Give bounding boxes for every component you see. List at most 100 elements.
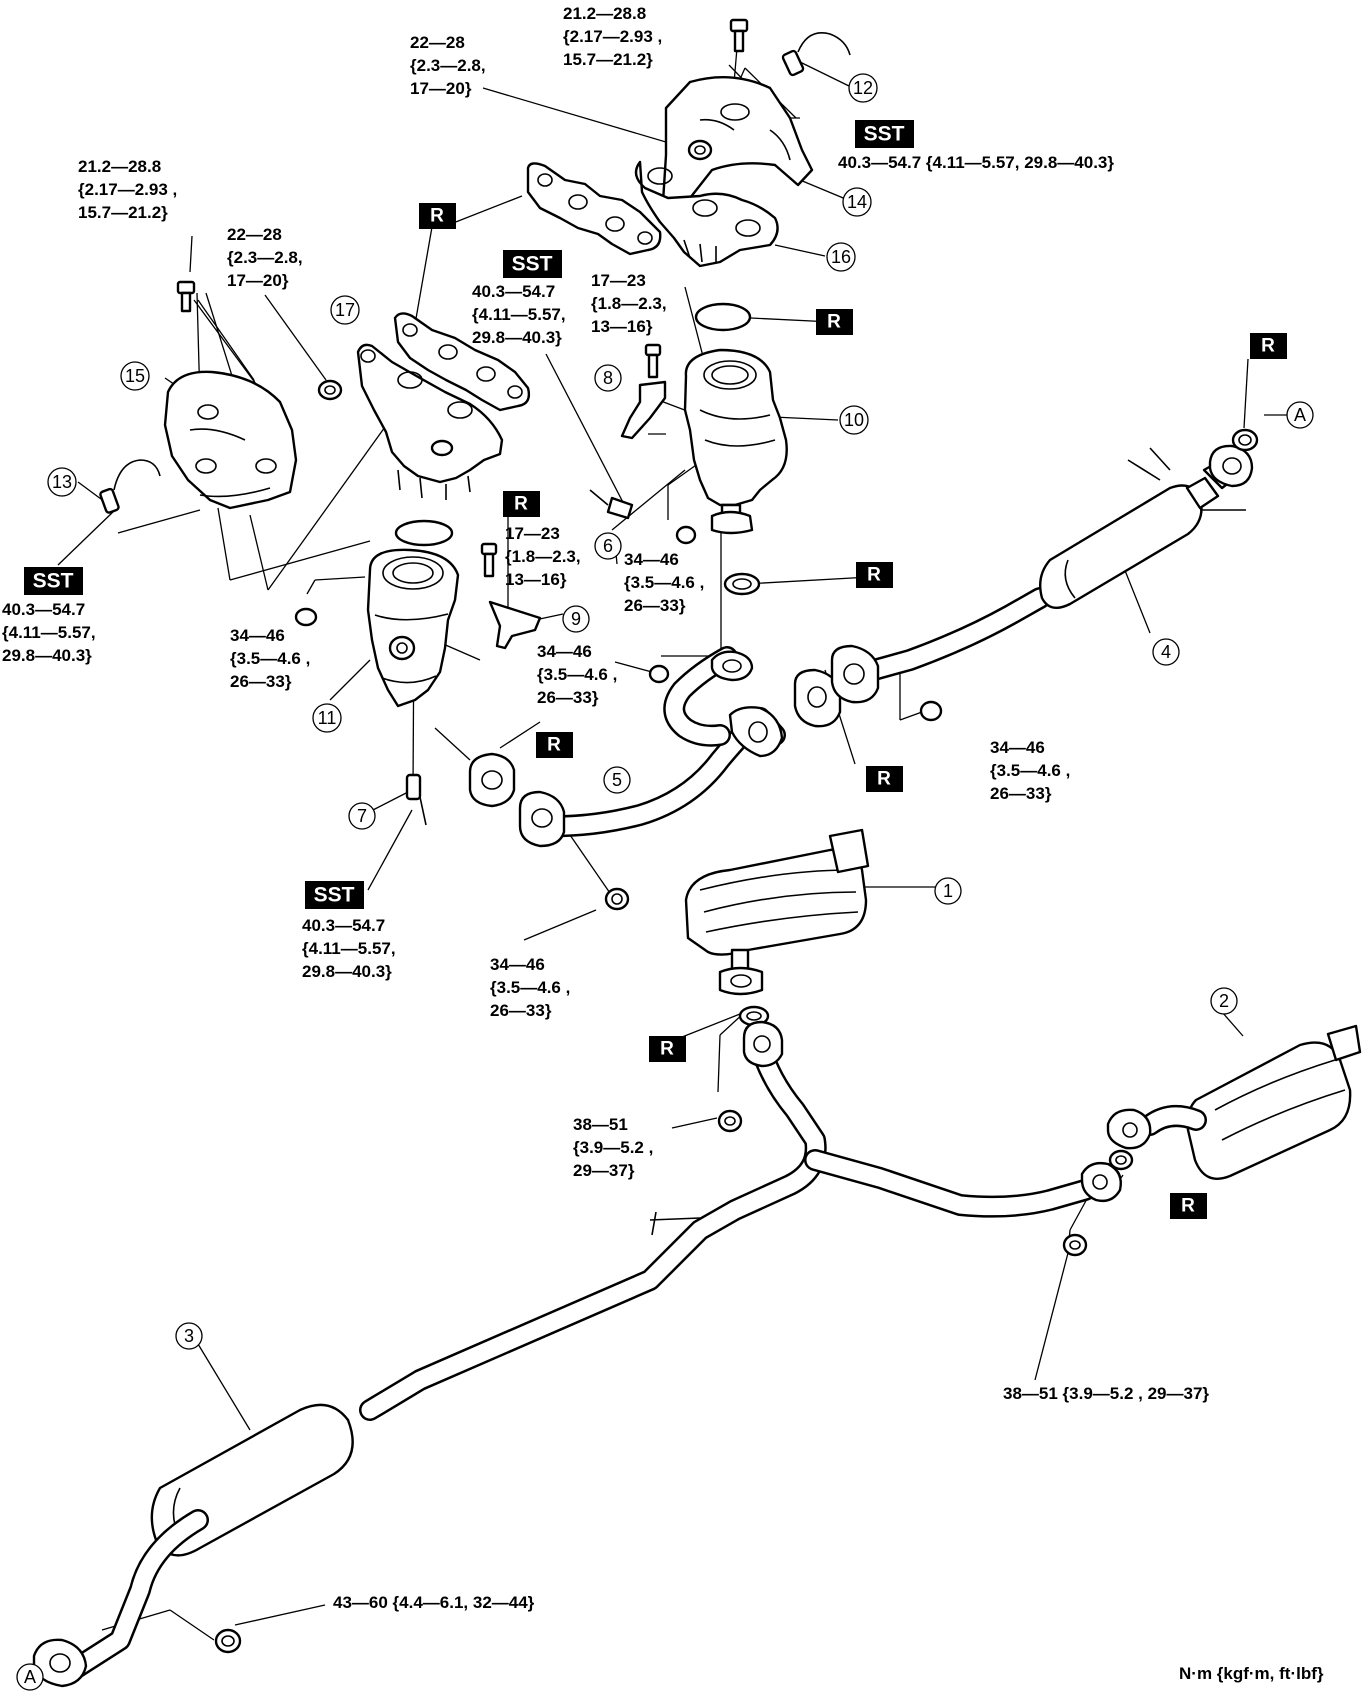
bolt-lower-insulator <box>176 280 196 313</box>
nut-lower-manifold <box>317 379 343 401</box>
torque-nut-mid: 34—46 {3.5—4.6 , 26—33} <box>537 642 622 707</box>
gasket-ring-main-silencer <box>1108 1149 1134 1171</box>
torque-top-bolt: 21.2—28.8 {2.17—2.93 , 15.7—21.2} <box>563 4 667 69</box>
main-silencer <box>1106 1024 1362 1180</box>
svg-text:R: R <box>867 565 881 586</box>
replace-tag: R <box>866 766 903 792</box>
part-number-10: 10 <box>839 405 869 435</box>
part-number-7: 7 <box>348 802 376 830</box>
part-number-9: 9 <box>562 605 590 633</box>
replace-tag: R <box>1170 1193 1207 1219</box>
svg-text:10: 10 <box>844 410 864 430</box>
manifold-gasket-rear <box>526 162 662 256</box>
sst-tag: SST <box>24 567 83 595</box>
sst-tag: SST <box>305 881 364 909</box>
svg-text:5: 5 <box>612 770 622 790</box>
replace-tag: R <box>649 1036 686 1062</box>
gasket-ring-lower <box>394 519 454 547</box>
oxygen-sensor-upper <box>781 32 851 77</box>
gasket-front-pipe-right <box>793 668 842 728</box>
torque-nut-main-silencer: 38—51 {3.9—5.2 , 29—37} <box>1003 1384 1209 1403</box>
nut-front-pipe <box>604 887 630 911</box>
nut-lower-converter <box>294 607 318 627</box>
svg-text:R: R <box>514 494 528 515</box>
svg-text:R: R <box>547 735 561 756</box>
torque-nut-center: 34—46 {3.5—4.6 , 26—33} <box>624 550 709 615</box>
svg-text:SST: SST <box>314 884 355 907</box>
svg-text:4: 4 <box>1161 642 1171 662</box>
torque-labels: 21.2—28.8 {2.17—2.93 , 15.7—21.2} 22—28 … <box>2 4 1209 1612</box>
svg-text:15: 15 <box>125 366 145 386</box>
svg-text:R: R <box>827 312 841 333</box>
part-number-16: 16 <box>826 242 856 272</box>
svg-text:16: 16 <box>831 247 851 267</box>
replace-tag: R <box>503 491 540 517</box>
svg-text:SST: SST <box>512 253 553 276</box>
heat-insulator-upper <box>661 76 814 204</box>
oxygen-sensor-left <box>99 459 161 514</box>
sst-tag: SST <box>503 250 562 278</box>
bracket-front <box>480 542 542 650</box>
svg-text:8: 8 <box>603 368 613 388</box>
bolt-upper-insulator <box>729 18 749 53</box>
nut-mid-pipe <box>648 664 670 684</box>
torque-units-legend: N·m {kgf·m, ft·lbf} <box>1179 1664 1324 1683</box>
replace-tags: R R R R R R R R R <box>419 203 1287 1219</box>
svg-text:A: A <box>24 1667 36 1687</box>
exhaust-manifold-front <box>356 343 504 500</box>
catalytic-converter-rear <box>683 348 788 535</box>
svg-text:11: 11 <box>318 708 337 728</box>
part-number-2: 2 <box>1210 987 1238 1015</box>
torque-top-nut: 22—28 {2.3—2.8, 17—20} <box>410 33 490 98</box>
svg-text:1: 1 <box>943 881 953 901</box>
nut-front-flange <box>214 1628 242 1654</box>
bracket-rear <box>620 343 667 440</box>
torque-sensor-7: 40.3—54.7 {4.11—5.57, 29.8—40.3} <box>302 916 400 981</box>
reference-a-bottom: A <box>16 1663 44 1691</box>
svg-text:2: 2 <box>1219 991 1229 1011</box>
svg-text:17: 17 <box>335 300 355 320</box>
nut-center-converter <box>675 525 697 545</box>
svg-text:R: R <box>430 206 444 227</box>
svg-text:3: 3 <box>184 1326 194 1346</box>
oxygen-sensor-lower <box>405 773 427 826</box>
part-number-12: 12 <box>848 73 878 103</box>
part-number-15: 15 <box>120 361 150 391</box>
part-number-8: 8 <box>594 364 622 392</box>
torque-nut-right: 34—46 {3.5—4.6 , 26—33} <box>990 738 1075 803</box>
part-number-3: 3 <box>175 1322 203 1350</box>
svg-text:6: 6 <box>603 536 613 556</box>
torque-bracket-9-bolt: 17—23 {1.8—2.3, 13—16} <box>505 524 585 589</box>
nut-y-pipe <box>717 1109 743 1133</box>
reference-a-callouts: A A <box>16 401 1314 1691</box>
gasket-ring-a <box>1231 428 1259 452</box>
torque-sst-center: 40.3—54.7 {4.11—5.57, 29.8—40.3} <box>472 282 570 347</box>
replace-tag: R <box>1250 333 1287 359</box>
part-number-11: 11 <box>312 703 342 733</box>
svg-text:14: 14 <box>847 192 867 212</box>
gasket-ring-upper <box>694 302 752 332</box>
replace-tag: R <box>536 732 573 758</box>
replace-tag: R <box>419 203 456 229</box>
heat-insulator-lower <box>163 370 298 510</box>
nut-main-silencer <box>1062 1233 1088 1257</box>
part-number-14: 14 <box>842 187 872 217</box>
part-number-6: 6 <box>594 532 622 560</box>
svg-text:R: R <box>1181 1196 1195 1217</box>
front-pipe <box>518 646 786 848</box>
middle-pipe <box>830 444 1254 704</box>
nut-middle-pipe <box>919 700 943 722</box>
oxygen-sensor-center <box>589 489 634 520</box>
reference-a-top: A <box>1286 401 1314 429</box>
part-number-1: 1 <box>934 877 962 905</box>
torque-nut-front: 43—60 {4.4—6.1, 32—44} <box>333 1593 535 1612</box>
replace-tag: R <box>816 309 853 335</box>
torque-bracket-8-bolt: 17—23 {1.8—2.3, 13—16} <box>591 271 671 336</box>
svg-text:SST: SST <box>33 570 74 593</box>
svg-text:A: A <box>1294 405 1306 425</box>
gasket-front-pipe-left <box>468 752 516 808</box>
exhaust-manifold-rear <box>634 160 779 268</box>
part-number-5: 5 <box>603 766 631 794</box>
svg-text:R: R <box>877 769 891 790</box>
torque-nut-y-pipe: 38—51 {3.9—5.2 , 29—37} <box>573 1115 658 1180</box>
